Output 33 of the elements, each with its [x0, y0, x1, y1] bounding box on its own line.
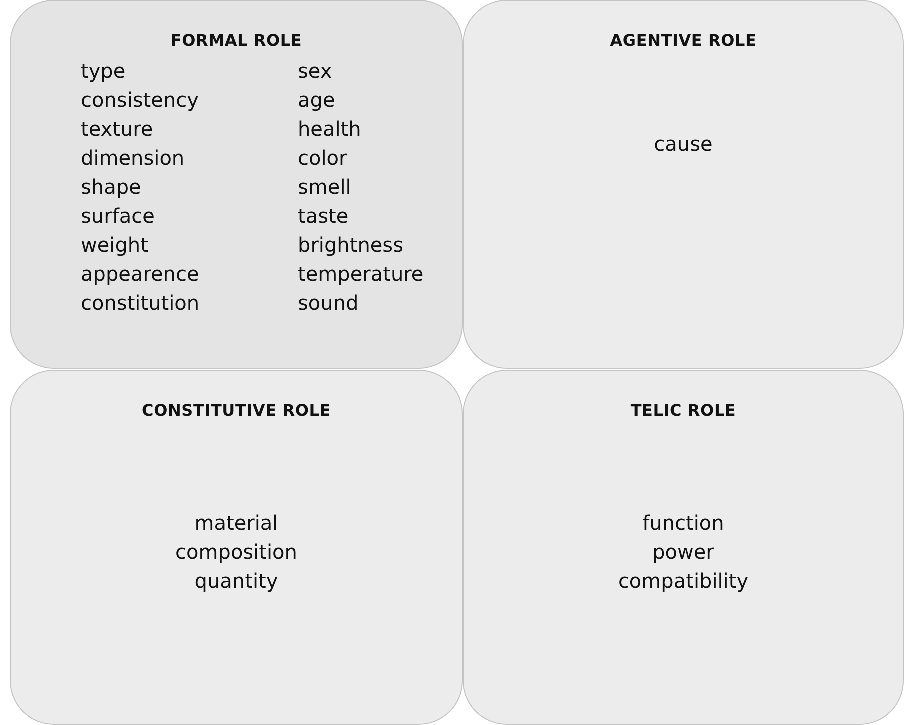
attribute-label: smell: [298, 174, 352, 201]
attribute-label: material: [194, 510, 278, 537]
attribute-label: sex: [298, 58, 332, 85]
attribute-label: consistency: [81, 87, 199, 114]
attribute-label: surface: [81, 203, 155, 230]
attribute-label: cause: [654, 131, 713, 158]
role-heading: CONSTITUTIVE ROLE: [142, 401, 331, 420]
attribute-label: power: [652, 539, 714, 566]
role-heading: FORMAL ROLE: [170, 31, 302, 50]
attribute-label: temperature: [298, 261, 424, 288]
attribute-label: brightness: [298, 232, 404, 259]
attribute-label: composition: [176, 539, 298, 566]
attribute-label: type: [81, 58, 126, 85]
attribute-label: sound: [298, 290, 359, 317]
attribute-label: quantity: [194, 568, 278, 595]
role-panel: [463, 0, 904, 369]
attribute-label: dimension: [81, 145, 185, 172]
role-panel: [10, 370, 463, 725]
attribute-label: taste: [298, 203, 349, 230]
attribute-label: function: [642, 510, 724, 537]
attribute-label: health: [298, 116, 362, 143]
attribute-label: weight: [81, 232, 148, 259]
attribute-label: color: [298, 145, 348, 172]
attribute-label: shape: [81, 174, 142, 201]
attribute-label: appearence: [81, 261, 200, 288]
attribute-label: constitution: [81, 290, 200, 317]
role-heading: TELIC ROLE: [630, 401, 736, 420]
role-heading: AGENTIVE ROLE: [610, 31, 757, 50]
role-panel: [10, 0, 463, 369]
attribute-label: compatibility: [618, 568, 749, 595]
role-panel: [463, 370, 904, 725]
attribute-label: age: [298, 87, 336, 114]
attribute-label: texture: [81, 116, 154, 143]
